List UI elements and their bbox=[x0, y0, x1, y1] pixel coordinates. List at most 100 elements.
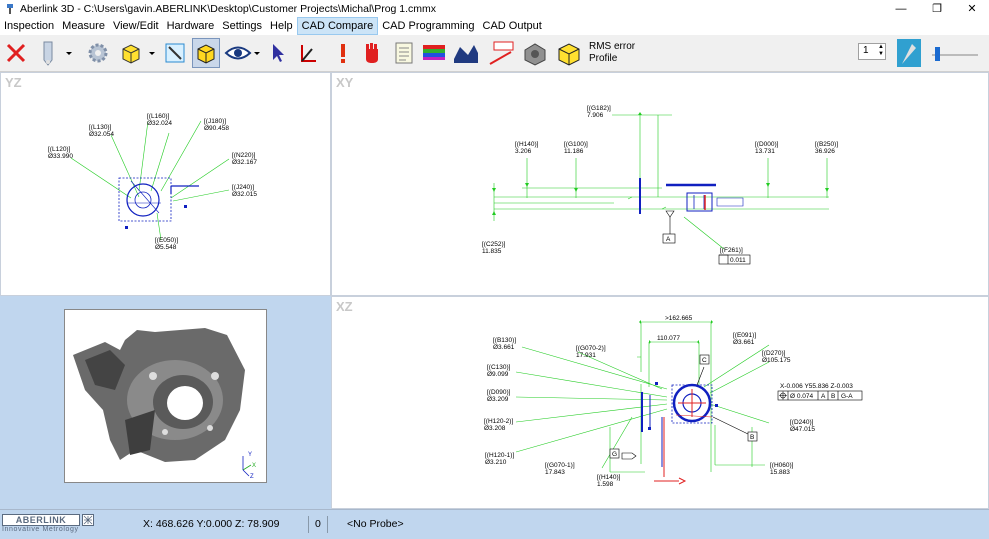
status-divider bbox=[308, 516, 309, 533]
xy-label-b250: [(B250)] bbox=[815, 141, 838, 148]
yz-view-label: YZ bbox=[5, 75, 22, 90]
svg-text:Y: Y bbox=[248, 452, 252, 458]
xy-label-g100: [(G100)] bbox=[564, 141, 588, 148]
xz-value-g070-1: 17.843 bbox=[545, 469, 565, 476]
stepper-arrows-icon[interactable]: ▲▼ bbox=[878, 44, 884, 57]
color-map-icon[interactable] bbox=[420, 38, 448, 68]
xz-view-label: XZ bbox=[336, 299, 353, 314]
stepper-value: 1 bbox=[863, 45, 869, 56]
menu-cad-programming[interactable]: CAD Programming bbox=[382, 20, 475, 32]
yz-label-j180: [(J180)] bbox=[204, 118, 226, 125]
menu-view-edit[interactable]: View/Edit bbox=[112, 20, 159, 32]
xy-datum-a: A bbox=[666, 236, 671, 243]
app-icon bbox=[7, 3, 13, 14]
xz-dim-top: >162.665 bbox=[665, 315, 693, 322]
menu-measure[interactable]: Measure bbox=[62, 20, 105, 32]
status-divider bbox=[327, 516, 328, 533]
xz-value-h120-1: Ø3.210 bbox=[485, 459, 507, 466]
xz-value-d240: Ø47.015 bbox=[790, 426, 815, 433]
xz-view[interactable]: XZ bbox=[331, 296, 989, 509]
yz-value-l120: Ø33.990 bbox=[48, 153, 73, 160]
xz-label-g070-1: [(G070-1)] bbox=[545, 462, 575, 469]
yz-value-j240: Ø32.015 bbox=[232, 191, 257, 198]
alert-icon[interactable] bbox=[329, 38, 357, 68]
yz-label-l160: [(L160)] bbox=[147, 113, 170, 120]
model-preview[interactable]: Y X Z bbox=[64, 309, 267, 483]
close-button[interactable]: ✕ bbox=[967, 3, 977, 15]
maximize-button[interactable]: ❐ bbox=[932, 3, 942, 15]
yz-label-l120: [(L120)] bbox=[48, 146, 71, 153]
rms-profile-label: RMS error Profile bbox=[589, 41, 635, 65]
menu-help[interactable]: Help bbox=[270, 20, 293, 32]
xy-label-g182: [(G182)] bbox=[587, 105, 611, 112]
xz-value-e091: Ø3.661 bbox=[733, 339, 755, 346]
xz-label-d090: [(D090)] bbox=[487, 389, 511, 396]
xz-datum-g: G bbox=[612, 451, 617, 458]
logo-text: ABERLINK bbox=[2, 514, 80, 526]
tolerance-icon[interactable] bbox=[487, 38, 515, 68]
yz-label-l130: [(L130)] bbox=[89, 124, 112, 131]
gear-icon[interactable] bbox=[84, 38, 112, 68]
rms-error-label: RMS error bbox=[589, 41, 636, 52]
probe-count-stepper[interactable]: 1 ▲▼ bbox=[858, 43, 886, 60]
menu-inspection[interactable]: Inspection bbox=[4, 20, 55, 32]
xz-value-g070-2: 17.931 bbox=[576, 352, 596, 359]
xz-value-h140: 1.598 bbox=[597, 481, 614, 488]
xz-label-g070-2: [(G070-2)] bbox=[576, 345, 606, 352]
speed-slider[interactable] bbox=[930, 40, 980, 70]
fcf-datum-2: B bbox=[831, 393, 835, 400]
pointer-icon[interactable] bbox=[264, 38, 292, 68]
3d-view[interactable]: Y X Z bbox=[0, 296, 331, 509]
menu-cad-compare[interactable]: CAD Compare bbox=[296, 17, 379, 35]
xy-view[interactable]: XY bbox=[331, 72, 989, 296]
xz-value-h060: 15.883 bbox=[770, 469, 790, 476]
fcf-datum-3: G-A bbox=[841, 393, 853, 400]
yz-value-l160: Ø32.024 bbox=[147, 120, 172, 127]
compare-cube-icon[interactable] bbox=[555, 38, 583, 68]
zoom-window-icon[interactable] bbox=[161, 38, 189, 68]
probe-dropdown-icon[interactable] bbox=[63, 38, 75, 68]
axis-icon[interactable] bbox=[294, 38, 322, 68]
status-count: 0 bbox=[315, 518, 321, 530]
menu-settings[interactable]: Settings bbox=[222, 20, 263, 32]
xz-value-d270: Ø105.175 bbox=[762, 357, 791, 364]
delete-icon[interactable] bbox=[2, 38, 30, 68]
minimize-button[interactable]: — bbox=[895, 2, 907, 15]
yz-value-l130: Ø32.054 bbox=[89, 131, 114, 138]
menu-cad-output[interactable]: CAD Output bbox=[482, 20, 542, 32]
yz-value-n220: Ø32.167 bbox=[232, 159, 257, 166]
xz-label-c130: [(C130)] bbox=[487, 364, 511, 371]
xz-label-h060: [(H060)] bbox=[770, 462, 794, 469]
xz-drawing: C B G >162.665 110.077 [(B130)] Ø3.661 [… bbox=[484, 315, 863, 488]
aberlink-logo: ABERLINK Innovative Metrology bbox=[2, 514, 94, 534]
probe-status: <No Probe> bbox=[347, 518, 404, 530]
solid-view-icon[interactable] bbox=[192, 38, 220, 68]
xy-value-h140: 3.206 bbox=[515, 148, 532, 155]
probe-head-icon[interactable] bbox=[895, 38, 923, 68]
view-cube-icon[interactable] bbox=[118, 38, 146, 68]
view-dropdown-icon[interactable] bbox=[146, 38, 158, 68]
report-icon[interactable] bbox=[390, 38, 418, 68]
xy-label-c252: [(C252)] bbox=[482, 241, 506, 248]
yz-label-n220: [(N220)] bbox=[232, 152, 256, 159]
menu-bar: Inspection Measure View/Edit Hardware Se… bbox=[0, 17, 989, 35]
stop-hand-icon[interactable] bbox=[358, 38, 386, 68]
xz-value-d090: Ø3.209 bbox=[487, 396, 509, 403]
xy-label-h140: [(H140)] bbox=[515, 141, 539, 148]
xz-label-h120-2: [(H120-2)] bbox=[484, 418, 513, 425]
svg-text:Z: Z bbox=[250, 474, 254, 480]
yz-label-e050: [(E050)] bbox=[155, 237, 178, 244]
eye-dropdown-icon[interactable] bbox=[251, 38, 263, 68]
surface-profile-icon[interactable] bbox=[452, 38, 480, 68]
part-model-icon: Y X Z bbox=[73, 328, 256, 480]
probe-icon[interactable] bbox=[33, 38, 61, 68]
cad-model-icon[interactable] bbox=[521, 38, 549, 68]
yz-view[interactable]: YZ [(L160)] Ø32.024 [(J180)] Ø90.458 [(L… bbox=[0, 72, 331, 296]
status-bar: ABERLINK Innovative Metrology X: 468.626… bbox=[0, 509, 989, 539]
xy-view-label: XY bbox=[336, 75, 354, 90]
menu-hardware[interactable]: Hardware bbox=[166, 20, 215, 32]
toolbar: RMS error Profile bbox=[0, 35, 989, 72]
profile-label: Profile bbox=[589, 53, 618, 64]
eye-icon[interactable] bbox=[224, 38, 252, 68]
